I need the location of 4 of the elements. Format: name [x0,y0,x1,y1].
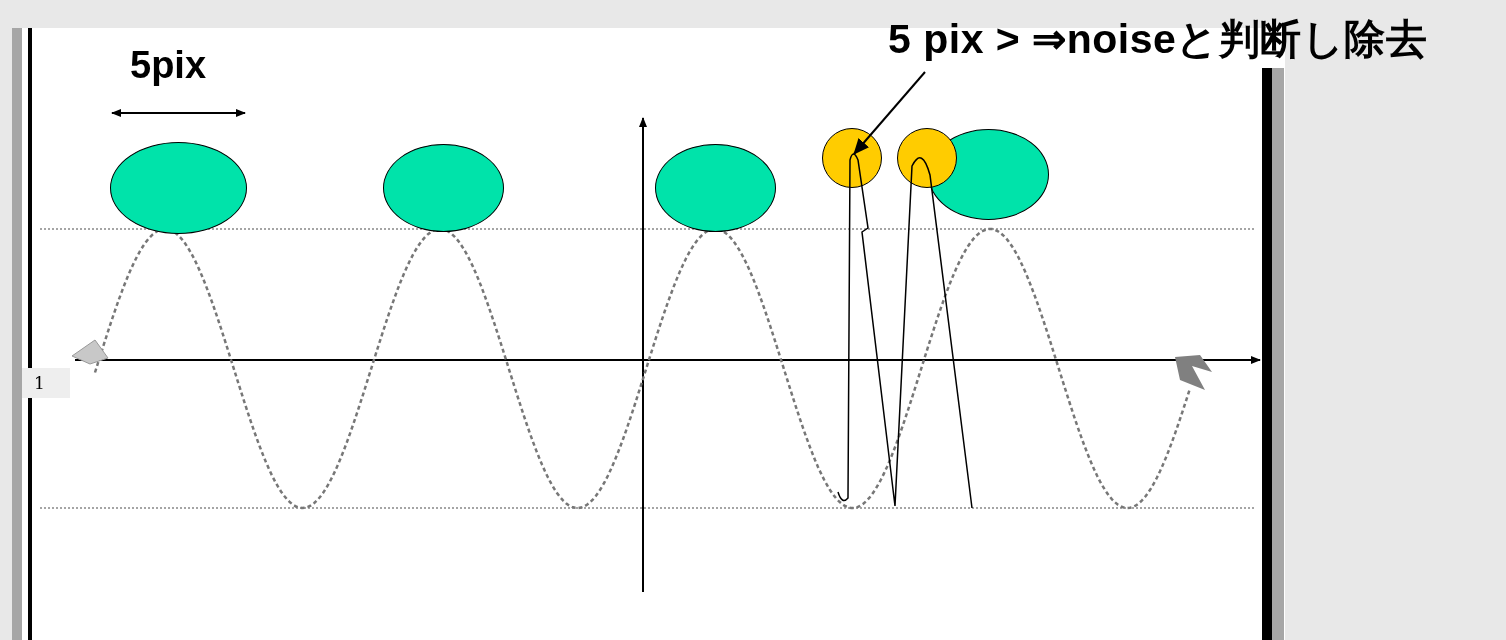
note-text: 5 pix > ⇒noiseと判断し除去 [888,12,1504,66]
dimension-label: 5pix [130,44,207,86]
leader-arrow [853,71,926,155]
row-number-label: 1 [22,368,70,398]
